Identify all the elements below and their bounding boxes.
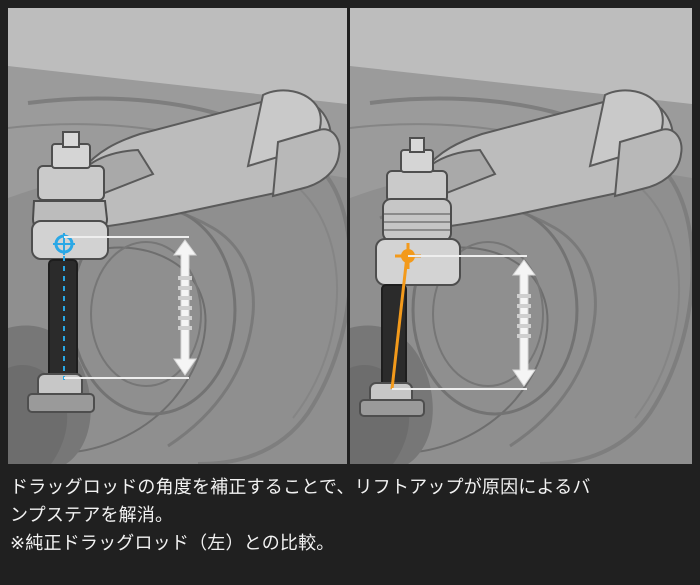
comparison-panel-right <box>350 8 692 464</box>
caption-line-2: ンプステアを解消。 <box>10 505 174 526</box>
caption: ドラッグロッドの角度を補正することで、リフトアップが原因によるバ ンプステアを解… <box>10 474 690 558</box>
caption-line-3: ※純正ドラッグロッド（左）との比較。 <box>10 533 335 554</box>
suspension-illustration-right <box>350 8 692 464</box>
caption-line-1: ドラッグロッドの角度を補正することで、リフトアップが原因によるバ <box>10 477 591 498</box>
suspension-illustration-left <box>8 8 347 464</box>
comparison-panel-left <box>8 8 347 464</box>
